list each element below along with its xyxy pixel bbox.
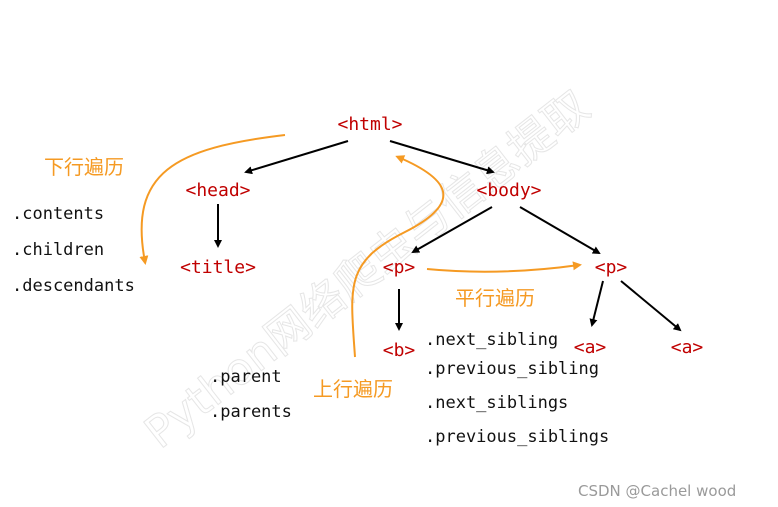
edge-p2-a1 (589, 280, 604, 327)
edge-html-body (389, 140, 495, 175)
node-title: <title> (180, 257, 256, 278)
attr-previous-siblings: .previous_siblings (425, 427, 609, 447)
node-p-first: <p> (383, 257, 416, 278)
node-head: <head> (185, 180, 250, 201)
attr-contents: .contents (12, 204, 104, 224)
upward-traversal-arrow (351, 155, 445, 358)
node-b: <b> (383, 340, 416, 361)
attr-parents: .parents (210, 402, 292, 422)
node-body: <body> (476, 180, 541, 201)
edge-html-head (244, 140, 349, 175)
node-a-first: <a> (574, 337, 607, 358)
parallel-traversal-label: 平行遍历 (455, 286, 535, 310)
downward-traversal-label: 下行遍历 (44, 155, 124, 179)
node-a-second: <a> (671, 337, 704, 358)
downward-traversal-arrow (139, 134, 286, 265)
node-p-second: <p> (595, 257, 628, 278)
parallel-traversal-arrow (426, 261, 582, 273)
attr-previous-sibling: .previous_sibling (425, 359, 599, 379)
edge-body-p2 (519, 206, 601, 255)
upward-traversal-label: 上行遍历 (313, 377, 393, 401)
attr-parent: .parent (210, 367, 282, 387)
attr-next-sibling: .next_sibling (425, 330, 558, 350)
attr-descendants: .descendants (12, 276, 135, 296)
edge-body-p1 (411, 206, 493, 253)
attr-next-siblings: .next_siblings (425, 393, 568, 413)
attr-children: .children (12, 240, 104, 260)
credit-text: CSDN @Cachel wood (578, 482, 736, 500)
edge-p2-a2 (620, 280, 682, 332)
node-html: <html> (337, 114, 402, 135)
